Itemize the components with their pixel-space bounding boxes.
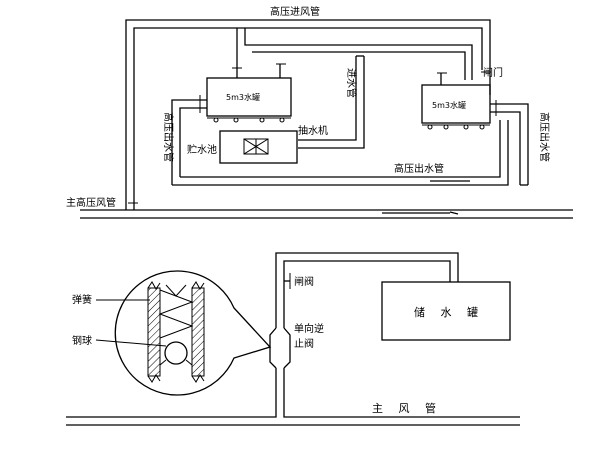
- main-air-pipe: [66, 368, 520, 426]
- leader-lines: [95, 299, 167, 347]
- hp-inlet-air-pipe: [125, 19, 491, 210]
- check-valve-body: [269, 327, 291, 369]
- left-hp-outlet-pipe: [171, 95, 207, 185]
- left-hp-outlet-pipe-label: 高压出水管: [162, 112, 175, 162]
- air-riser-pipe: [275, 252, 459, 328]
- top-system-diagram: 高压进风管 5m3水罐 5m3水罐 闸门 进水管 抽水机 贮水池 高压出水管 高…: [66, 5, 573, 219]
- water-storage-tank-label: 储 水 罐: [414, 305, 484, 319]
- water-inlet-pipe: [298, 55, 365, 149]
- right-hp-outlet-pipe: [490, 100, 529, 186]
- main-air-pipe-label: 主 风 管: [372, 401, 442, 415]
- bottom-hp-outlet-pipe: [172, 120, 509, 186]
- pump-label: 抽水机: [298, 124, 328, 137]
- gate-valve-label: 闸阀: [294, 275, 314, 288]
- left-tank-air-branch: [232, 28, 491, 85]
- steel-ball-label: 钢球: [72, 334, 92, 347]
- bottom-hp-outlet-pipe-label: 高压出水管: [394, 162, 444, 175]
- hp-inlet-air-pipe-label: 高压进风管: [270, 5, 320, 18]
- water-storage-tank: [381, 281, 511, 341]
- right-hp-outlet-pipe-label: 高压出水管: [538, 112, 551, 162]
- check-valve-label-line1: 单向逆: [294, 322, 324, 335]
- sump-with-pump: [219, 130, 298, 164]
- bottom-system-diagram: 弹簧 钢球 闸阀 单向逆 止阀 储 水 罐 主 风 管: [66, 252, 520, 426]
- sump-label: 贮水池: [187, 143, 217, 156]
- spring-label: 弹簧: [72, 293, 92, 306]
- main-hp-air-pipe: [80, 209, 573, 219]
- right-tank-label: 5m3水罐: [432, 100, 466, 110]
- check-valve-label-line2: 止阀: [294, 337, 314, 350]
- main-hp-air-pipe-label: 主高压风管: [66, 196, 116, 209]
- water-inlet-pipe-label: 进水管: [345, 68, 358, 98]
- check-valve-detail-magnifier: [114, 270, 272, 396]
- left-tank-label: 5m3水罐: [226, 92, 260, 102]
- valve-label: 闸门: [483, 66, 503, 79]
- left-water-tank: [206, 77, 292, 123]
